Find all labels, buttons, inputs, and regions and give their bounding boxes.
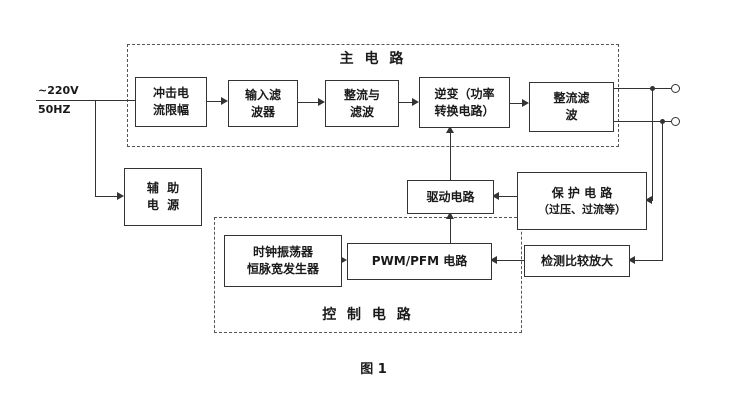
control-circuit-group: 控 制 电 路 <box>214 217 522 333</box>
block-aux-power: 辅 助 电 源 <box>124 168 202 226</box>
connector-drive-to-inverter <box>450 133 451 180</box>
block-protection-line2: （过压、过流等） <box>538 202 626 216</box>
block-rectify-filter: 整流与 滤波 <box>325 80 399 127</box>
block-output-rectify-line2: 波 <box>565 108 578 122</box>
source-frequency-label: 50HZ <box>38 103 71 116</box>
block-protection-line1: 保 护 电 路 <box>551 185 613 200</box>
output-terminal-top <box>671 84 680 93</box>
arrowhead-into-aux-power <box>117 192 124 200</box>
block-drive-circuit-line1: 驱动电路 <box>426 189 475 204</box>
connector-detect-to-pwm <box>497 260 524 261</box>
block-clock-oscillator: 时钟振荡器 恒脉宽发生器 <box>224 235 342 287</box>
arrowhead-into-pwm-from-detect <box>490 256 497 264</box>
connector-protection-to-drive <box>499 196 517 197</box>
connector-feedback-detect-vertical <box>662 121 663 261</box>
block-clock-oscillator-line2: 恒脉宽发生器 <box>246 262 319 276</box>
figure-caption: 图 1 <box>360 362 387 377</box>
control-circuit-label: 控 制 电 路 <box>322 307 414 323</box>
block-input-filter-line1: 输入滤 <box>244 87 281 102</box>
connector-ac-input <box>36 100 135 101</box>
arrowhead-into-drive-from-pwm <box>446 212 454 219</box>
main-circuit-label: 主 电 路 <box>339 51 407 67</box>
block-pwm-pfm-circuit: PWM/PFM 电路 <box>347 243 492 280</box>
connector-aux-tap-horizontal <box>95 196 117 197</box>
block-output-rectify: 整流滤 波 <box>529 82 614 132</box>
connector-feedback-detect-horizontal <box>635 260 662 261</box>
arrowhead-into-detect <box>628 256 635 264</box>
block-aux-power-line1: 辅 助 <box>146 181 180 196</box>
block-aux-power-line2: 电 源 <box>146 198 180 212</box>
arrowhead-into-inverter-from-drive <box>446 126 454 133</box>
block-input-filter: 输入滤 波器 <box>228 80 298 127</box>
connector-inrush-to-filter <box>205 101 221 102</box>
block-clock-oscillator-line1: 时钟振荡器 <box>252 245 313 260</box>
block-inverter-line2: 转换电路） <box>434 103 495 118</box>
connector-inverter-to-output-rectify <box>508 103 522 104</box>
block-detect-compare-amp-line1: 检测比较放大 <box>540 253 613 268</box>
connector-pwm-to-drive <box>450 219 451 243</box>
block-inverter-line1: 逆变（功率 <box>434 86 495 101</box>
block-rectify-filter-line1: 整流与 <box>343 87 380 102</box>
connector-aux-tap-vertical <box>95 100 96 196</box>
arrowhead-into-input-filter <box>221 97 228 105</box>
arrowhead-into-rectify-filter <box>318 98 325 106</box>
block-pwm-pfm-line1: PWM/PFM 电路 <box>371 254 468 269</box>
block-inrush-line2: 流限幅 <box>152 103 189 117</box>
connector-output-top <box>612 88 671 89</box>
block-output-rectify-line1: 整流滤 <box>553 91 590 106</box>
block-rectify-filter-line2: 滤波 <box>349 104 374 119</box>
source-voltage-label: ~220V <box>38 84 79 97</box>
block-input-filter-line2: 波器 <box>250 104 275 119</box>
connector-filter-to-rectify <box>296 102 318 103</box>
block-detect-compare-amp: 检测比较放大 <box>524 245 630 277</box>
arrowhead-into-output-rectify <box>522 99 529 107</box>
main-circuit-group: 主 电 路 <box>127 44 619 147</box>
connector-rectify-to-inverter <box>397 102 412 103</box>
arrowhead-into-protection <box>645 196 652 204</box>
arrowhead-into-pwm-from-clock <box>340 256 347 264</box>
arrowhead-into-inverter <box>412 98 419 106</box>
block-drive-circuit: 驱动电路 <box>407 180 494 214</box>
output-terminal-bottom <box>671 117 680 126</box>
block-inrush-line1: 冲击电 <box>152 86 189 101</box>
block-protection-circuit: 保 护 电 路 （过压、过流等） <box>517 172 647 230</box>
block-inverter: 逆变（功率 转换电路） <box>419 77 510 128</box>
block-inrush-current-limiter: 冲击电 流限幅 <box>135 77 207 127</box>
connector-output-bottom <box>612 121 671 122</box>
arrowhead-into-drive-from-protection <box>492 192 499 200</box>
connector-feedback-protection-vertical <box>652 88 653 201</box>
